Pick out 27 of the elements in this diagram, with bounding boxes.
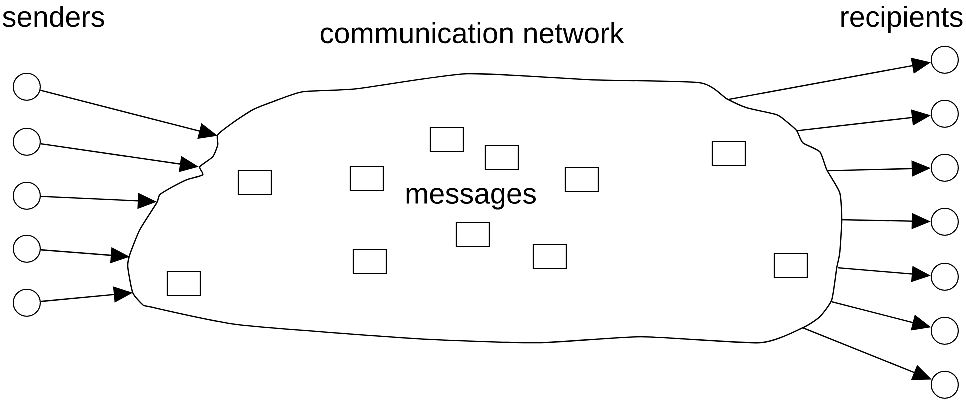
circle	[12, 72, 42, 102]
circle	[930, 316, 960, 346]
message-box	[774, 253, 808, 279]
circle	[930, 370, 960, 400]
circle	[12, 234, 42, 264]
message-box	[352, 249, 388, 275]
circle	[930, 154, 960, 182]
circle	[930, 208, 960, 236]
message-box	[484, 145, 520, 171]
message-box	[350, 166, 384, 192]
message-box	[430, 127, 464, 153]
message-box	[712, 141, 746, 167]
group-label: senders	[3, 6, 104, 28]
heading: communication network	[320, 22, 624, 44]
circle	[12, 182, 42, 210]
circle	[930, 46, 960, 74]
cloud: messages	[127, 73, 843, 344]
message-box	[238, 170, 272, 196]
circle	[12, 128, 42, 156]
message-box	[456, 222, 490, 248]
circle	[12, 288, 42, 318]
circle	[930, 100, 960, 128]
circle	[930, 262, 960, 292]
message-box	[564, 167, 600, 193]
message-box	[532, 244, 568, 270]
group-label: recipients	[842, 6, 963, 34]
message-box	[166, 271, 202, 297]
